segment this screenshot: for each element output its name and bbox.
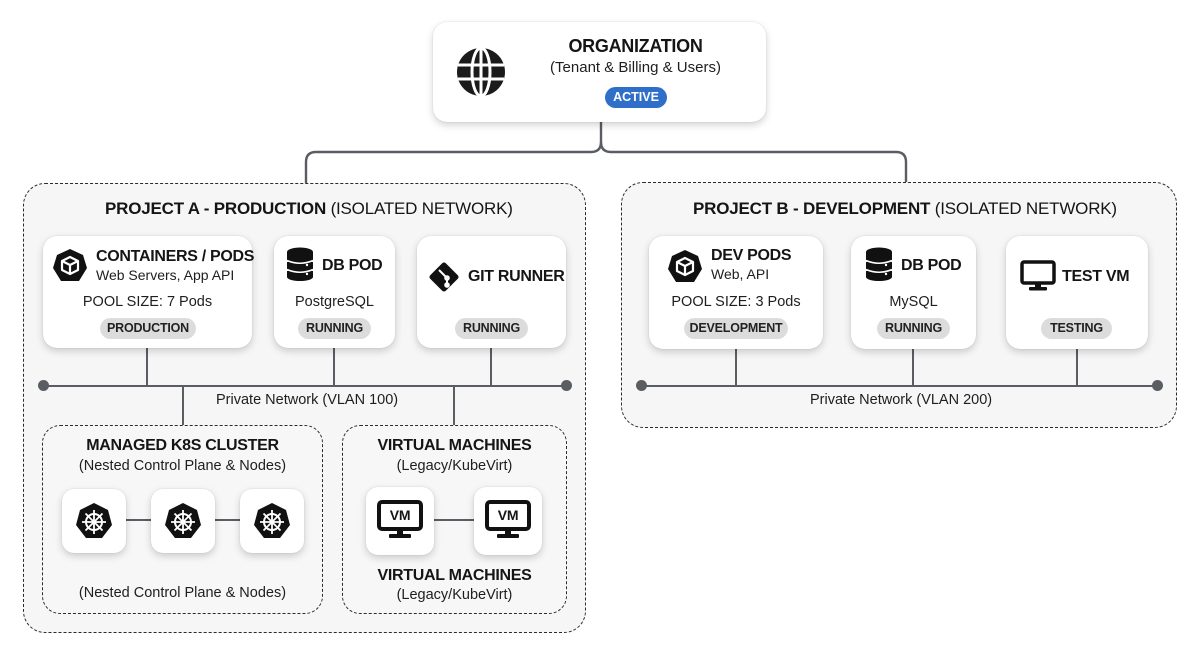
project-b-title: PROJECT B - DEVELOPMENT (ISOLATED NETWOR… bbox=[693, 199, 1117, 219]
k8s-node-3[interactable] bbox=[240, 489, 304, 553]
database-icon bbox=[286, 247, 314, 281]
vlan-100-bus bbox=[43, 384, 567, 388]
kubernetes-icon bbox=[252, 501, 292, 541]
organization-subtitle: (Tenant & Billing & Users) bbox=[550, 59, 721, 76]
connector-to-project-a bbox=[304, 122, 603, 184]
dev-pods-badge: DEVELOPMENT bbox=[684, 318, 788, 339]
globe-icon bbox=[455, 46, 507, 98]
containers-pool-size: POOL SIZE: 7 Pods bbox=[82, 294, 213, 310]
vlan-100-label: Private Network (VLAN 100) bbox=[216, 392, 399, 408]
containers-badge: PRODUCTION bbox=[100, 318, 196, 339]
db-pod-a-title: DB POD bbox=[322, 257, 383, 274]
project-a-title: PROJECT A - PRODUCTION (ISOLATED NETWORK… bbox=[105, 199, 513, 219]
monitor-icon bbox=[1020, 260, 1056, 292]
dev-pods-card[interactable]: DEV PODS Web, API POOL SIZE: 3 Pods DEVE… bbox=[649, 236, 823, 349]
vlan-200-endpoint-right bbox=[1152, 380, 1163, 391]
git-icon bbox=[427, 260, 461, 294]
organization-status-badge: ACTIVE bbox=[605, 87, 667, 108]
dev-pods-subtitle: Web, API bbox=[711, 266, 770, 282]
test-vm-title: TEST VM bbox=[1062, 268, 1130, 285]
virtual-machines-footer-title: VIRTUAL MACHINES bbox=[377, 567, 532, 584]
test-vm-card[interactable]: TEST VM TESTING bbox=[1006, 236, 1148, 349]
vm-label: VM bbox=[497, 507, 519, 523]
connector-to-project-b bbox=[599, 141, 908, 184]
dev-pods-pool-size: POOL SIZE: 3 Pods bbox=[671, 294, 801, 310]
git-runner-title: GIT RUNNER bbox=[468, 268, 565, 285]
project-b-title-light: (ISOLATED NETWORK) bbox=[934, 199, 1117, 218]
db-pod-a-engine: PostgreSQL bbox=[295, 294, 374, 310]
containers-title: CONTAINERS / PODS bbox=[96, 248, 255, 265]
virtual-machines-title: VIRTUAL MACHINES bbox=[377, 437, 532, 454]
pod-icon bbox=[52, 248, 88, 284]
test-vm-badge: TESTING bbox=[1041, 318, 1112, 339]
git-runner-badge: RUNNING bbox=[455, 318, 528, 339]
organization-card[interactable]: ORGANIZATION (Tenant & Billing & Users) … bbox=[433, 22, 766, 122]
dev-pods-title: DEV PODS bbox=[711, 247, 792, 264]
k8s-node-1[interactable] bbox=[62, 489, 126, 553]
virtual-machines-footer-subtitle: (Legacy/KubeVirt) bbox=[396, 587, 513, 603]
virtual-machines-subtitle: (Legacy/KubeVirt) bbox=[396, 458, 513, 474]
vlan-200-label: Private Network (VLAN 200) bbox=[810, 392, 993, 408]
vm-label: VM bbox=[389, 507, 411, 523]
db-pod-card-a[interactable]: DB POD PostgreSQL RUNNING bbox=[274, 236, 395, 348]
vm-monitor-icon: VM bbox=[377, 500, 423, 540]
k8s-node-2[interactable] bbox=[151, 489, 215, 553]
vlan-200-bus bbox=[641, 384, 1157, 388]
db-pod-a-badge: RUNNING bbox=[298, 318, 371, 339]
project-b-title-bold: PROJECT B - DEVELOPMENT bbox=[693, 199, 931, 218]
vlan-200-endpoint-left bbox=[636, 380, 647, 391]
vm-node-1[interactable]: VM bbox=[366, 487, 434, 555]
vm-monitor-icon: VM bbox=[485, 500, 531, 540]
containers-pods-card[interactable]: CONTAINERS / PODS Web Servers, App API P… bbox=[43, 236, 255, 348]
database-icon bbox=[865, 247, 893, 281]
containers-subtitle: Web Servers, App API bbox=[96, 267, 235, 283]
kubernetes-icon bbox=[74, 501, 114, 541]
vlan-100-endpoint-left bbox=[38, 380, 49, 391]
db-pod-b-title: DB POD bbox=[901, 257, 962, 274]
kubernetes-icon bbox=[163, 501, 203, 541]
db-pod-card-b[interactable]: DB POD MySQL RUNNING bbox=[851, 236, 976, 349]
vlan-100-endpoint-right bbox=[561, 380, 572, 391]
k8s-cluster-title: MANAGED K8S CLUSTER bbox=[86, 437, 279, 454]
db-pod-b-badge: RUNNING bbox=[877, 318, 950, 339]
vm-node-2[interactable]: VM bbox=[474, 487, 542, 555]
organization-title: ORGANIZATION bbox=[568, 36, 703, 56]
project-a-title-bold: PROJECT A - PRODUCTION bbox=[105, 199, 327, 218]
db-pod-b-engine: MySQL bbox=[889, 294, 938, 310]
k8s-cluster-subtitle: (Nested Control Plane & Nodes) bbox=[78, 458, 287, 474]
pod-icon bbox=[667, 249, 703, 285]
project-a-title-light: (ISOLATED NETWORK) bbox=[330, 199, 513, 218]
git-runner-card[interactable]: GIT RUNNER RUNNING bbox=[417, 236, 566, 348]
k8s-cluster-footer: (Nested Control Plane & Nodes) bbox=[78, 585, 287, 601]
